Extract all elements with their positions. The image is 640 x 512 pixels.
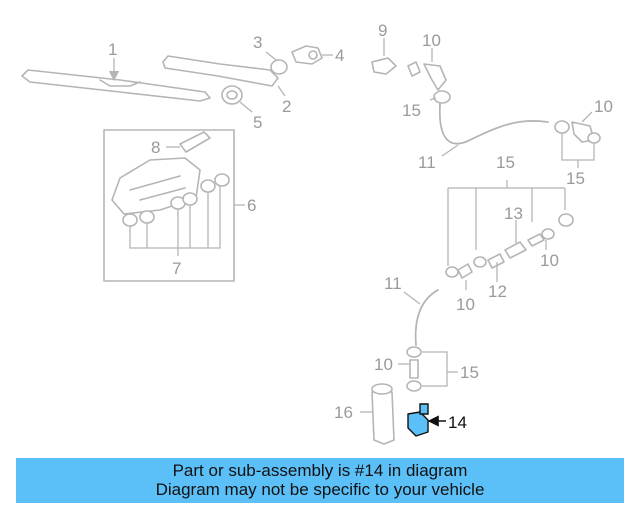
callout-10c: 10 <box>540 251 559 270</box>
callout-13: 13 <box>504 204 523 223</box>
callout-15c: 15 <box>496 153 515 172</box>
callout-4: 4 <box>335 46 344 65</box>
callout-10b: 10 <box>594 97 613 116</box>
callout-7: 7 <box>172 259 181 278</box>
banner-line-1: Part or sub-assembly is #14 in diagram <box>172 461 468 480</box>
callout-10e: 10 <box>374 355 393 374</box>
elbow-part-10a <box>407 48 447 91</box>
callout-3: 3 <box>253 33 262 52</box>
clamp-group-part-15c <box>445 180 574 290</box>
hose-part-11a <box>439 103 549 157</box>
callout-9: 9 <box>378 21 387 40</box>
wiper-blade-part-1 <box>21 58 211 102</box>
nut-part-3 <box>265 51 277 61</box>
connector-cluster-part-10e-15d <box>398 346 458 392</box>
reservoir-part-16 <box>360 383 395 445</box>
nozzle-part-9 <box>371 38 397 75</box>
callout-16: 16 <box>334 403 353 422</box>
callout-14: 14 <box>448 413 467 432</box>
callout-11a: 11 <box>418 153 436 172</box>
banner-line-2: Diagram may not be specific to your vehi… <box>155 480 485 499</box>
wiper-arm-part-2 <box>162 55 288 97</box>
connector-cluster-part-10b-15b <box>554 111 601 168</box>
info-banner: Part or sub-assembly is #14 in diagram D… <box>16 458 624 503</box>
callout-5: 5 <box>253 113 262 132</box>
callout-11b: 11 <box>384 274 402 293</box>
grommet-part-5 <box>221 85 253 113</box>
cap-part-4 <box>291 45 333 65</box>
callout-2: 2 <box>282 97 291 116</box>
callout-15d: 15 <box>460 363 479 382</box>
callout-15a: 15 <box>402 101 421 120</box>
callout-15b: 15 <box>566 169 585 188</box>
callout-12: 12 <box>488 282 507 301</box>
callout-8: 8 <box>151 138 160 157</box>
callout-10d: 10 <box>456 295 475 314</box>
wiper-motor-box-part-6 <box>103 129 245 282</box>
callout-1: 1 <box>108 40 117 59</box>
bolt-part-8 <box>166 131 211 153</box>
callout-10a: 10 <box>422 31 441 50</box>
clamp-part-15a <box>429 90 451 104</box>
washer-pump-part-14[interactable] <box>407 403 446 437</box>
hose-part-11b <box>403 289 439 346</box>
callout-6: 6 <box>247 196 256 215</box>
